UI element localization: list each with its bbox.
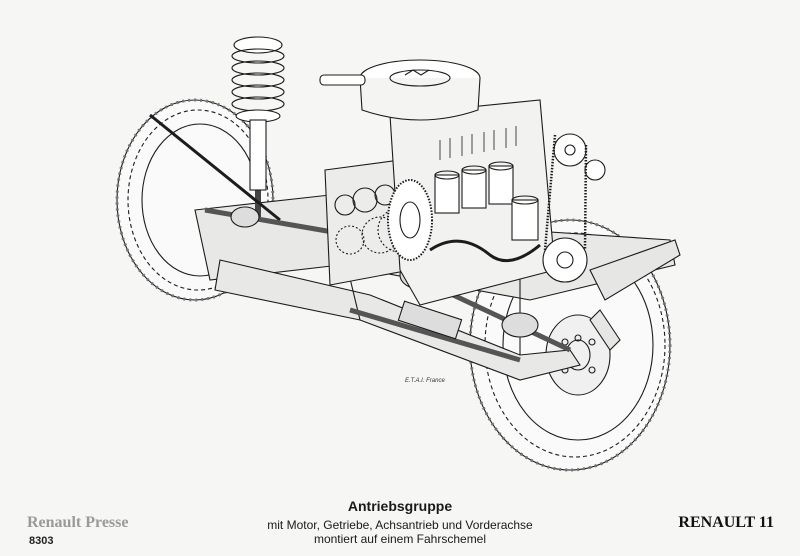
illustration-credit: E.T.A.I. France [405, 378, 445, 384]
model-label: RENAULT 11 [678, 514, 774, 531]
flywheel [387, 179, 433, 261]
coil-spring-strut [231, 36, 285, 220]
drivetrain-illustration [100, 20, 700, 480]
publisher-label: Renault Presse [27, 514, 129, 531]
caption-line-1: mit Motor, Getriebe, Achsantrieb und Vor… [267, 518, 533, 532]
control-arm [589, 239, 681, 351]
engine-block [389, 99, 556, 306]
caption-title: Antriebsgruppe [347, 498, 453, 514]
steering-rack [149, 113, 521, 363]
photo-code: 8303 [29, 535, 54, 547]
timing-belt [542, 133, 606, 283]
caption-line-2: montiert auf einem Fahrschemel [313, 532, 487, 546]
air-filter [319, 59, 481, 121]
